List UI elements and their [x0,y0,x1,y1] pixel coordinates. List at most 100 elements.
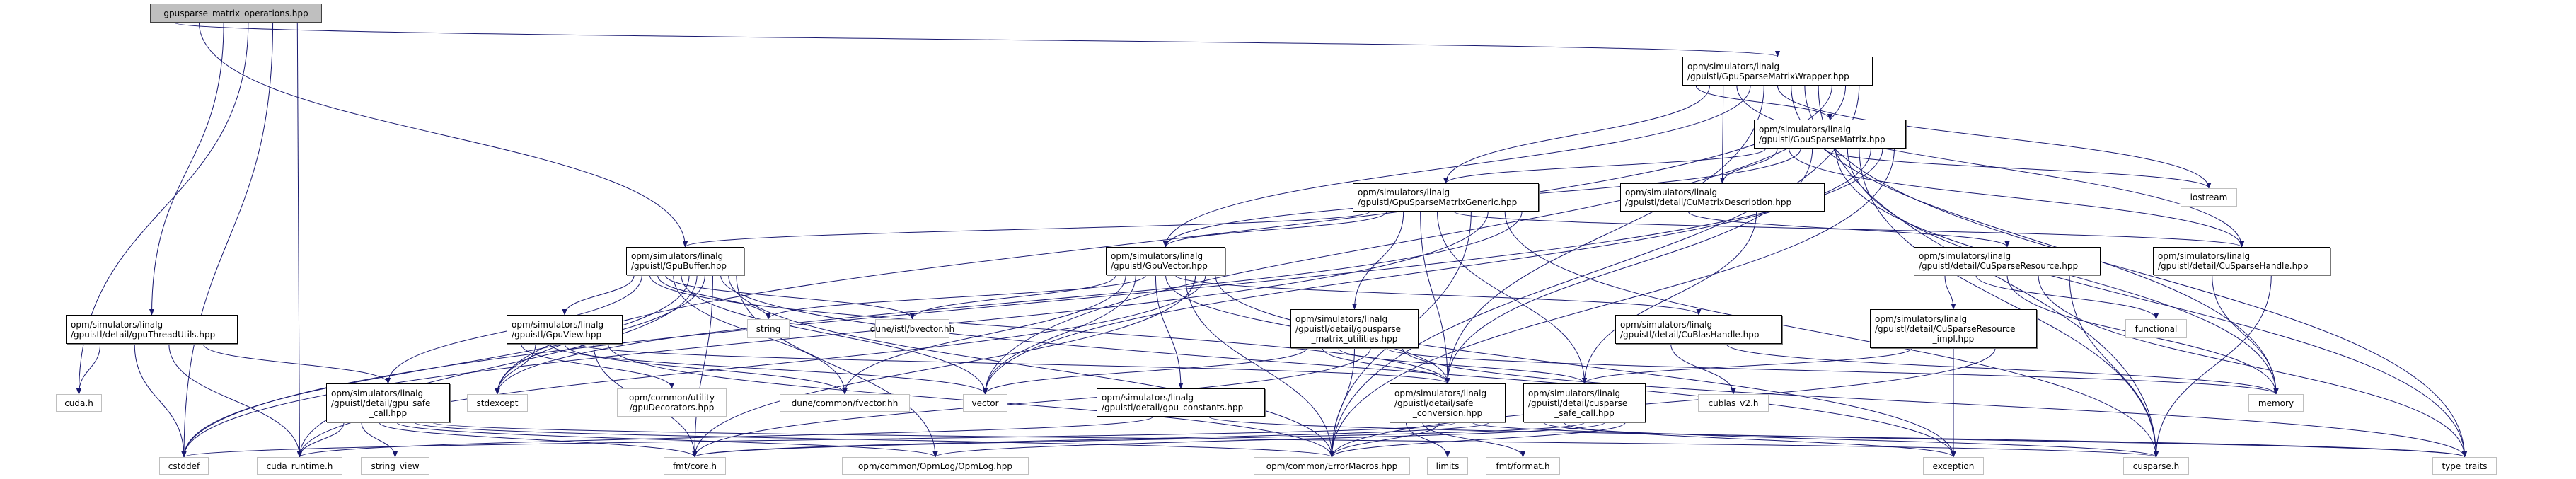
graph-node-memory[interactable]: memory [2248,394,2304,412]
node-label-line: opm/common/OpmLog/OpmLog.hpp [857,461,1013,471]
edge-threadutils-to-cudah [76,343,101,395]
graph-node-cudah[interactable]: cuda.h [56,394,102,412]
graph-node-sputils[interactable]: opm/simulators/linalg/gpuistl/detail/gpu… [1290,309,1419,348]
edge-cssafecall-to-errormacros [1329,422,1626,458]
graph-node-iostream[interactable]: iostream [2181,188,2237,207]
node-label-line: cuda.h [64,398,93,408]
edge-safeconv-to-cstddef [182,422,1457,458]
node-label-line: opm/simulators/linalg [1759,124,1852,134]
edge-generic-to-buffer [683,211,1370,248]
graph-node-decorators[interactable]: opm/common/utility/gpuDecorators.hpp [617,388,727,417]
edge-gpuview-to-fvector [564,343,848,395]
edge-buffer-to-string [657,275,771,320]
node-label-line: fmt/core.h [672,461,717,471]
edge-root-to-cudaruntime [296,22,303,458]
graph-node-gpuview[interactable]: opm/simulators/linalg/gpuistl/GpuView.hp… [507,315,623,344]
node-label-line: opm/simulators/linalg [1687,61,1780,71]
node-label-line: opm/simulators/linalg [631,251,724,261]
node-label-line: string [756,323,781,334]
node-label-line: /gpuistl/detail/gpuThreadUtils.hpp [71,329,216,340]
graph-node-stringview[interactable]: string_view [361,457,429,475]
graph-node-matdesc[interactable]: opm/simulators/linalg/gpuistl/detail/CuM… [1620,183,1825,212]
node-label-line: opm/simulators/linalg [1295,313,1388,324]
node-label-line: _conversion.hpp [1412,408,1483,418]
graph-node-opmlog[interactable]: opm/common/OpmLog/OpmLog.hpp [842,457,1029,475]
node-label-line: opm/simulators/linalg [1528,388,1621,398]
graph-node-cublas[interactable]: cublas_v2.h [1698,394,1769,412]
graph-node-safeconv[interactable]: opm/simulators/linalg/gpuistl/detail/saf… [1390,383,1506,422]
graph-node-resimpl[interactable]: opm/simulators/linalg/gpuistl/detail/CuS… [1870,309,2037,348]
edge-sputils-to-cssafecall [1338,347,1587,384]
graph-node-generic[interactable]: opm/simulators/linalg/gpuistl/GpuSparseM… [1353,183,1539,212]
graph-node-cstddef[interactable]: cstddef [159,457,209,475]
edge-gpuvector-to-exception [1215,275,1956,458]
node-label-line: string_view [371,461,420,471]
graph-node-sparsematrix[interactable]: opm/simulators/linalg/gpuistl/GpuSparseM… [1754,120,1906,149]
edge-generic-to-cstddef [181,211,1489,458]
graph-node-stdexcept[interactable]: stdexcept [467,394,528,412]
node-label-line: opm/simulators/linalg [1394,388,1487,398]
graph-node-gpuvector[interactable]: opm/simulators/linalg/gpuistl/GpuVector.… [1106,247,1225,275]
graph-node-buffer[interactable]: opm/simulators/linalg/gpuistl/GpuBuffer.… [626,247,744,275]
edge-buffer-to-cudaruntime [296,275,698,458]
edge-sparsematrix-to-generic [1443,148,1767,184]
node-label-line: /gpuistl/detail/cusparse [1528,398,1628,408]
graph-node-errormacros[interactable]: opm/common/ErrorMacros.hpp [1254,457,1410,475]
graph-node-functional[interactable]: functional [2125,319,2187,338]
edge-sparsematrix-to-typetraits [1847,148,2468,458]
node-label-line: /gpuistl/detail/CuSparseHandle.hpp [2158,261,2309,271]
graph-node-string[interactable]: string [747,319,790,338]
node-label-line: /gpuistl/GpuView.hpp [512,329,602,340]
node-label-line: opm/simulators/linalg [1358,187,1450,197]
edge-sparseres-to-typetraits [2038,275,2468,458]
edge-sputils-to-memory [1386,347,2279,395]
edge-cssafecall-to-opmlog [932,422,1605,458]
graph-node-limits[interactable]: limits [1427,457,1468,475]
node-label-line: stdexcept [476,398,519,408]
graph-node-cudaruntime[interactable]: cuda_runtime.h [257,457,342,475]
node-label-line: /gpuistl/detail/CuSparseResource.hpp [1919,261,2079,271]
edge-safecall-to-errormacros [414,422,1334,458]
graph-node-bvector[interactable]: dune/istl/bvector.hh [870,319,954,338]
node-label-line: /gpuistl/detail/gpusparse [1295,323,1401,334]
edge-threadutils-to-cstddef [134,343,187,458]
edge-sparseres-to-cusparseh [2069,275,2159,458]
node-label-line: /gpuistl/detail/gpu_constants.hpp [1102,403,1244,412]
edge-buffer-to-fmtcore [692,275,713,458]
graph-node-safecall[interactable]: opm/simulators/linalg/gpuistl/detail/gpu… [326,383,450,422]
node-label-line: /gpuistl/detail/CuSparseResource [1875,323,2016,334]
graph-node-typetraits[interactable]: type_traits [2432,457,2497,475]
node-label-line: /gpuistl/GpuSparseMatrix.hpp [1759,134,1885,144]
graph-node-cusparseh[interactable]: cusparse.h [2123,457,2189,475]
graph-node-blashandle[interactable]: opm/simulators/linalg/gpuistl/detail/CuB… [1615,315,1782,344]
graph-node-root[interactable]: gpusparse_matrix_operations.hpp [150,4,322,23]
graph-node-constants[interactable]: opm/simulators/linalg/gpuistl/detail/gpu… [1097,388,1265,417]
edge-gpuvector-to-string [766,275,1146,320]
graph-node-sparsehandle[interactable]: opm/simulators/linalg/gpuistl/detail/CuS… [2153,247,2330,275]
edge-safecall-to-opmlog [396,422,938,458]
edge-resimpl-to-cssafecall [1582,347,1912,384]
graph-node-threadutils[interactable]: opm/simulators/linalg/gpuistl/detail/gpu… [66,315,238,344]
graph-node-cssafecall[interactable]: opm/simulators/linalg/gpuistl/detail/cus… [1523,383,1646,422]
graph-node-fmtcore[interactable]: fmt/core.h [664,457,726,475]
edge-sparsematrix-to-cusparseh [1859,148,2159,458]
node-label-line: opm/simulators/linalg [1111,251,1203,261]
node-label-line: /gpuistl/detail/safe [1394,398,1474,408]
edge-constants-to-typetraits [1208,416,2467,458]
edge-cssafecall-to-fmtcore [692,422,1585,458]
node-label-line: opm/common/ErrorMacros.hpp [1266,461,1398,471]
edge-sparseres-to-resimpl [1944,275,1956,310]
graph-node-sparseres[interactable]: opm/simulators/linalg/gpuistl/detail/CuS… [1914,247,2101,275]
graph-node-wrapper[interactable]: opm/simulators/linalg/gpuistl/GpuSparseM… [1682,57,1873,86]
edge-sparseres-to-functional [1975,275,2159,320]
graph-node-fmtformat[interactable]: fmt/format.h [1486,457,1560,475]
node-label-line: /gpuistl/detail/CuBlasHandle.hpp [1620,329,1760,340]
node-label-line: opm/simulators/linalg [512,319,604,330]
graph-node-vector[interactable]: vector [963,394,1007,412]
edge-root-to-threadutils [149,22,224,316]
edge-buffer-to-bvector [665,275,916,320]
graph-node-fvector[interactable]: dune/common/fvector.hh [780,394,910,412]
graph-node-exception[interactable]: exception [1923,457,1984,475]
edge-sparsehandle-to-cusparseh [2153,275,2272,458]
node-label-line: fmt/format.h [1496,461,1550,471]
